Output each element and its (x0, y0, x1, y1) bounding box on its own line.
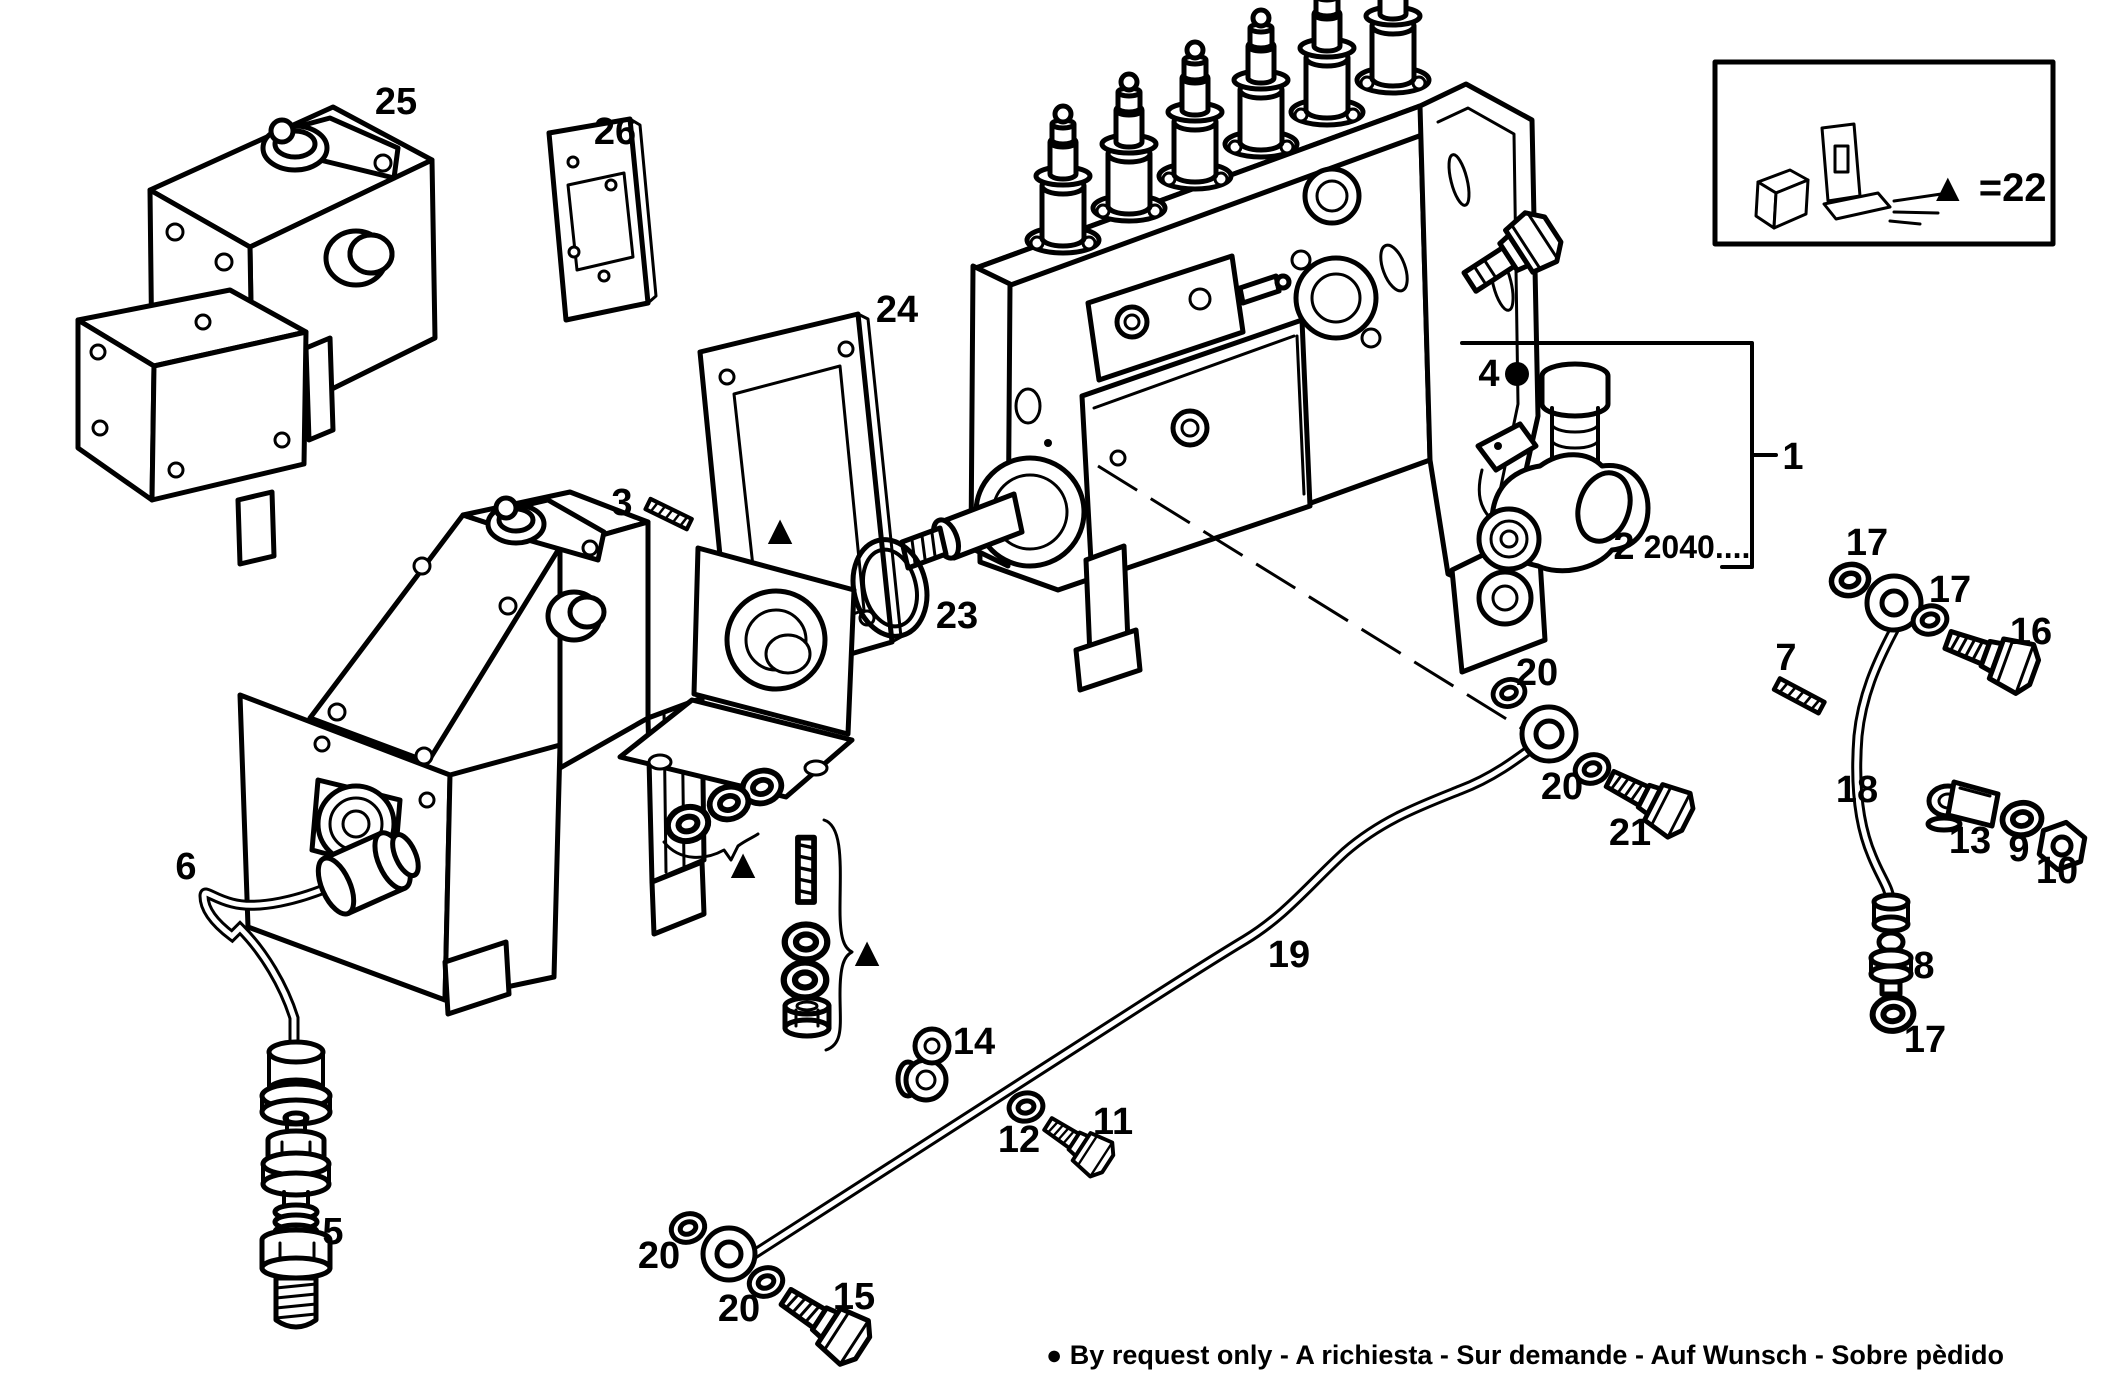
legend-box: ▲ =22 (1712, 59, 2056, 247)
stud-small (645, 499, 691, 529)
stud-7 (1774, 678, 1824, 713)
part-label-13-15: 15 (833, 1276, 875, 1318)
part-label-15-20: 20 (1541, 766, 1583, 808)
assembly-triangle-marker-0: ▲ (768, 510, 793, 548)
stud-and-nuts-set (784, 818, 854, 1052)
leak-off-pipe-18 (1774, 561, 2087, 1033)
part-25-control-unit (75, 104, 438, 567)
footnote: ● By request only - A richiesta - Sur de… (1046, 1340, 2004, 1370)
part-label-12-20: 20 (718, 1288, 760, 1330)
part-label-29-8: 8 (1913, 945, 1934, 987)
legend-sample-parts (1754, 122, 1950, 230)
part-label-16-21: 21 (1609, 812, 1651, 854)
footnote-text: ● By request only - A richiesta - Sur de… (1046, 1340, 2004, 1370)
part-label-10-19: 19 (1268, 934, 1310, 976)
part-label-5-6: 6 (175, 846, 196, 888)
part-label-0-25: 25 (375, 81, 417, 123)
part-14-washers (895, 1026, 952, 1103)
part-label-1-26: 26 (594, 111, 636, 153)
part-label-17-4: 4 (1478, 353, 1499, 395)
part-label-23-17: 17 (1929, 569, 1971, 611)
part-label-22-17: 17 (1846, 522, 1888, 564)
mounting-bracket (617, 545, 857, 800)
part-label-14-20: 20 (1516, 652, 1558, 694)
part-label-30-17: 17 (1904, 1019, 1946, 1061)
part-label-4-23: 23 (936, 595, 978, 637)
callout-bracket-1 (1460, 341, 1778, 569)
part-label-28-10: 10 (2036, 850, 2078, 892)
part-label-24-16: 16 (2010, 611, 2052, 653)
part-label-11-20: 20 (638, 1235, 680, 1277)
legend-label: ▲ =22 (1928, 166, 2047, 210)
part-label-7-14: 14 (953, 1021, 995, 1063)
part-5-valve (259, 1110, 333, 1330)
part-label-2-3: 3 (611, 482, 632, 524)
fuel-pipe-19 (667, 675, 1698, 1369)
part-label-27-9: 9 (2008, 828, 2029, 870)
part-label-18-1: 1 (1782, 436, 1803, 478)
leader-dashed-line (1097, 464, 1535, 738)
injection-pump-body (899, 0, 1564, 693)
part-label-19-2: 2 (1613, 526, 1634, 568)
part-label-25-18: 18 (1836, 769, 1878, 811)
assembly-triangle-marker-2: ▲ (855, 932, 880, 970)
part-label-20-2040: 2040.... (1644, 529, 1751, 565)
overflow-valve-fitting (1461, 210, 1564, 294)
assembly-triangle-marker-1: ▲ (731, 844, 756, 882)
part-label-8-12: 12 (998, 1119, 1040, 1161)
part-26-cover-plate (546, 116, 658, 323)
part-label-6-5: 5 (322, 1211, 343, 1253)
part-label-26-13: 13 (1949, 820, 1991, 862)
washer-set (664, 766, 785, 862)
part-label-3-24: 24 (876, 289, 918, 331)
part-2-overflow-union (1475, 361, 1651, 574)
part-label-9-11: 11 (1093, 1101, 1133, 1143)
part-label-21-7: 7 (1775, 637, 1796, 679)
request-only-dot-0 (1505, 362, 1529, 386)
